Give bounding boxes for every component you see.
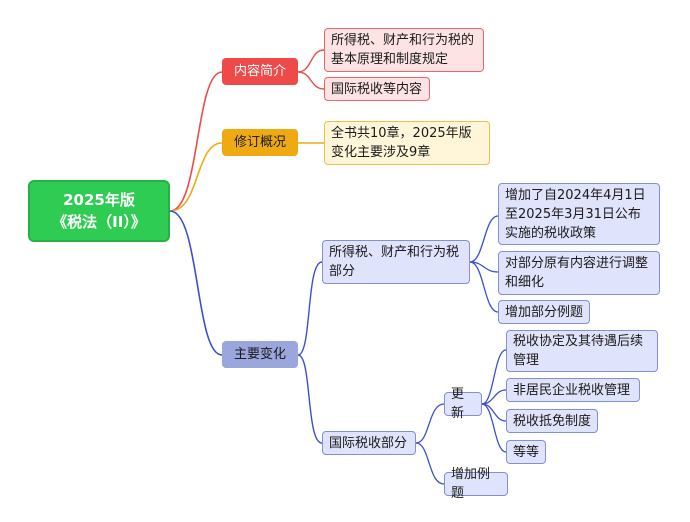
intro-item-principles[interactable]: 所得税、财产和行为税的基本原理和制度规定 bbox=[324, 28, 484, 72]
branch-changes[interactable]: 主要变化 bbox=[222, 341, 298, 368]
update-item-credit[interactable]: 税收抵免制度 bbox=[506, 409, 598, 433]
root-title-line2: 《税法（II）》 bbox=[52, 213, 146, 231]
link-income-item1 bbox=[469, 215, 499, 263]
branch-intro[interactable]: 内容简介 bbox=[222, 58, 298, 85]
link-intl-update bbox=[415, 403, 445, 444]
link-root-changes bbox=[169, 210, 223, 356]
update-item-etc[interactable]: 等等 bbox=[506, 440, 546, 464]
income-item-adjustments[interactable]: 对部分原有内容进行调整和细化 bbox=[498, 251, 660, 295]
link-update-item2 bbox=[481, 389, 507, 405]
link-income-item3 bbox=[469, 261, 499, 313]
income-item-new-policies[interactable]: 增加了自2024年4月1日至2025年3月31日公布实施的税收政策 bbox=[498, 183, 660, 245]
intl-update[interactable]: 更新 bbox=[444, 387, 482, 421]
link-changes-income bbox=[297, 261, 323, 356]
root-title-line1: 2025年版 bbox=[63, 191, 135, 209]
link-changes-intl bbox=[297, 354, 323, 444]
link-update-item4 bbox=[481, 403, 507, 453]
root-node[interactable]: 2025年版 《税法（II）》 bbox=[28, 180, 170, 242]
intro-item-international[interactable]: 国际税收等内容 bbox=[324, 77, 430, 101]
branch-revision[interactable]: 修订概况 bbox=[222, 129, 298, 156]
changes-intl-part[interactable]: 国际税收部分 bbox=[322, 431, 416, 455]
link-intro-item1 bbox=[297, 49, 325, 73]
update-item-nonresident[interactable]: 非居民企业税收管理 bbox=[506, 378, 640, 402]
link-root-revision bbox=[169, 142, 223, 212]
revision-item-chapters[interactable]: 全书共10章，2025年版变化主要涉及9章 bbox=[324, 121, 490, 165]
link-intl-examples bbox=[415, 442, 445, 485]
link-update-item1 bbox=[481, 349, 507, 405]
intl-add-examples[interactable]: 增加例题 bbox=[444, 467, 508, 501]
link-intro-item2 bbox=[297, 71, 325, 90]
income-item-examples[interactable]: 增加部分例题 bbox=[498, 300, 590, 324]
link-root-intro bbox=[169, 71, 223, 212]
changes-income-part[interactable]: 所得税、财产和行为税部分 bbox=[322, 240, 470, 284]
update-item-treaty[interactable]: 税收协定及其待遇后续管理 bbox=[506, 330, 658, 372]
